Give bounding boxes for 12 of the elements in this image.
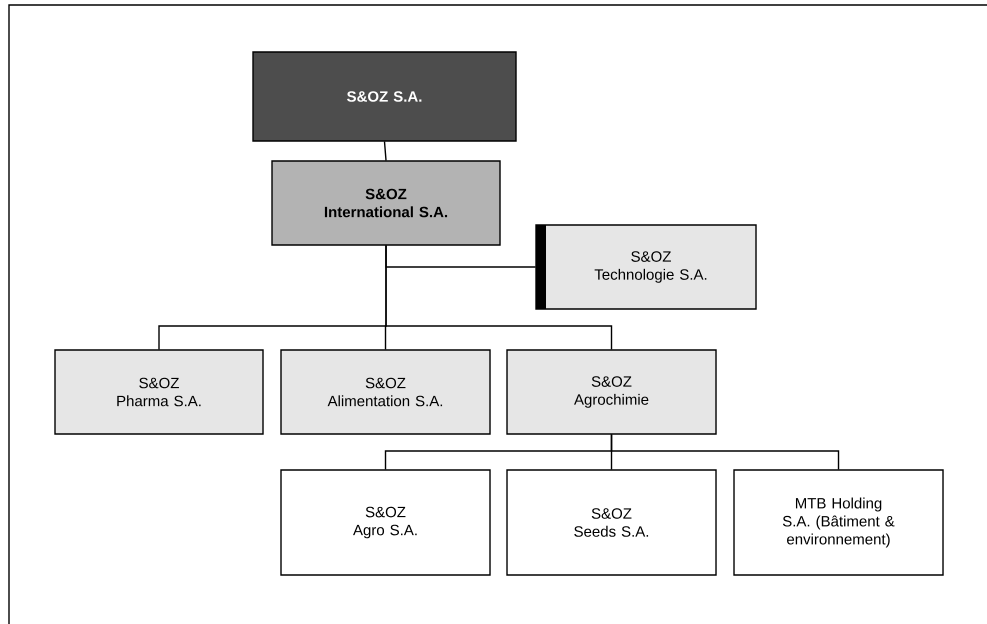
org-box: S&OZ Pharma S.A. [54, 349, 264, 435]
org-box: MTB Holding S.A. (Bâtiment & environnement) [733, 469, 944, 576]
connector-line [384, 142, 387, 160]
org-box: S&OZ Seeds S.A. [506, 469, 717, 576]
connector-line [610, 434, 840, 470]
org-box: S&OZ International S.A. [271, 160, 501, 246]
connector-line [385, 246, 612, 350]
org-box: S&OZ Technologie S.A. [535, 224, 757, 310]
org-box: S&OZ Alimentation S.A. [280, 349, 491, 435]
org-box: S&OZ Agrochimie [506, 349, 717, 435]
org-box: S&OZ S.A. [252, 51, 517, 142]
org-box: S&OZ Agro S.A. [280, 469, 491, 576]
